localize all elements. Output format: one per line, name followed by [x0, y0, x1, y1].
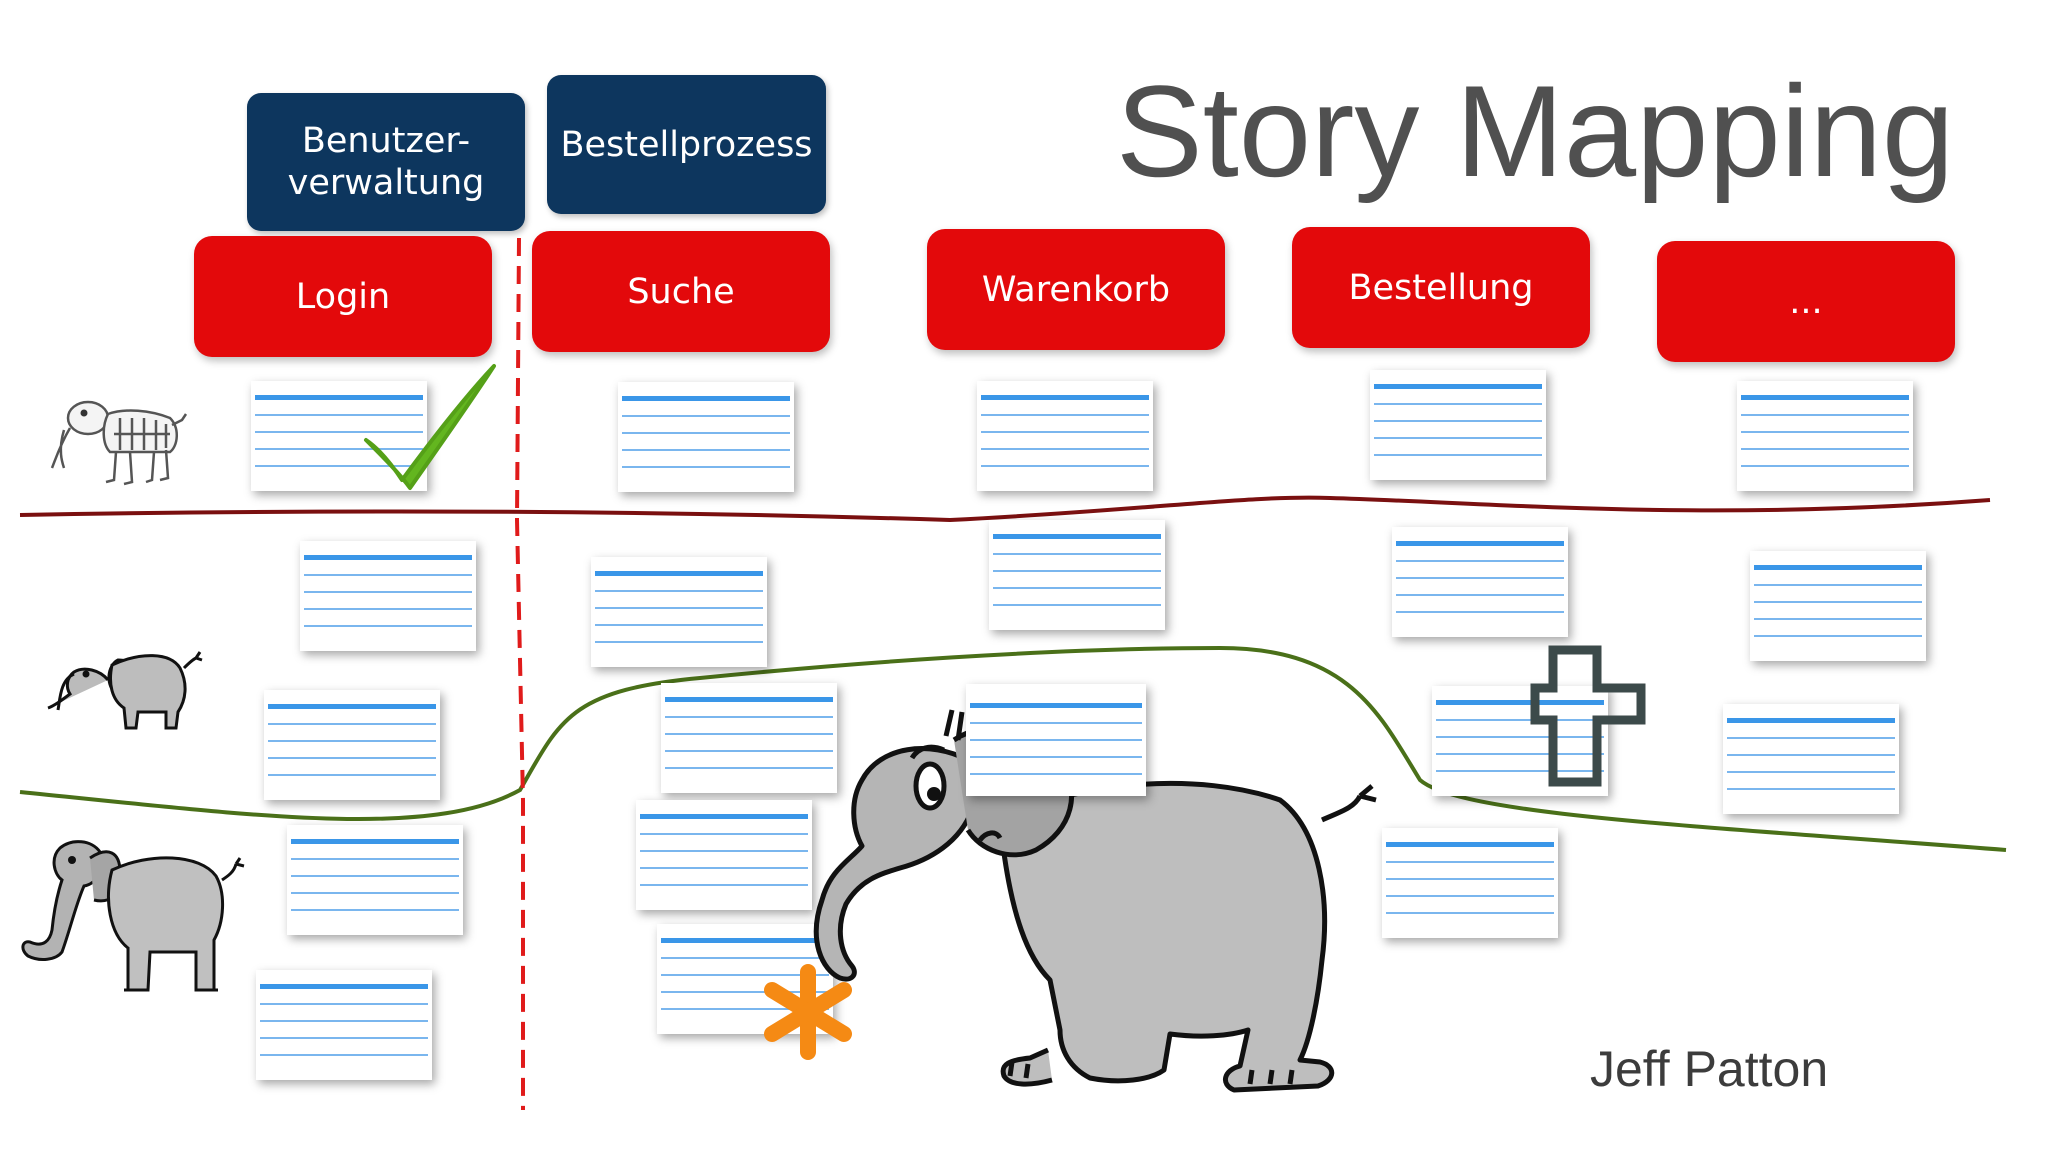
story-card [287, 825, 463, 935]
story-card [618, 382, 794, 492]
story-card [256, 970, 432, 1080]
activity-bestellung: Bestellung [1292, 227, 1590, 348]
story-card [661, 683, 837, 793]
story-card [1370, 370, 1546, 480]
release-line-2 [19, 645, 2007, 852]
story-card [657, 924, 833, 1034]
slide-title: Story Mapping [1116, 58, 1955, 204]
story-card [1432, 686, 1608, 796]
epic-benutzerverwaltung: Benutzer- verwaltung [247, 93, 525, 231]
story-card [1737, 381, 1913, 491]
story-card [1392, 527, 1568, 637]
activity-label: Warenkorb [981, 269, 1171, 310]
author-credit: Jeff Patton [1590, 1041, 1829, 1097]
epic-label: Bestellprozess [560, 124, 813, 165]
iteration-divider [514, 237, 525, 1110]
story-card [591, 557, 767, 667]
release-line-1 [19, 495, 1991, 523]
story-card [264, 690, 440, 800]
activity-warenkorb: Warenkorb [927, 229, 1225, 350]
story-card [1750, 551, 1926, 661]
epic-label: Benutzer- verwaltung [287, 121, 485, 203]
activity-more: ... [1657, 241, 1955, 362]
epic-bestellprozess: Bestellprozess [547, 75, 826, 214]
story-card [1382, 828, 1558, 938]
story-card [989, 520, 1165, 630]
activity-label: Login [295, 276, 391, 317]
activity-suche: Suche [532, 231, 830, 352]
activity-label: Bestellung [1348, 267, 1534, 308]
activity-label: ... [1789, 281, 1823, 322]
story-card [977, 381, 1153, 491]
activity-label: Suche [627, 271, 735, 312]
story-card [300, 541, 476, 651]
story-card [251, 381, 427, 491]
activity-login: Login [194, 236, 492, 357]
story-card [1723, 704, 1899, 814]
story-card [636, 800, 812, 910]
